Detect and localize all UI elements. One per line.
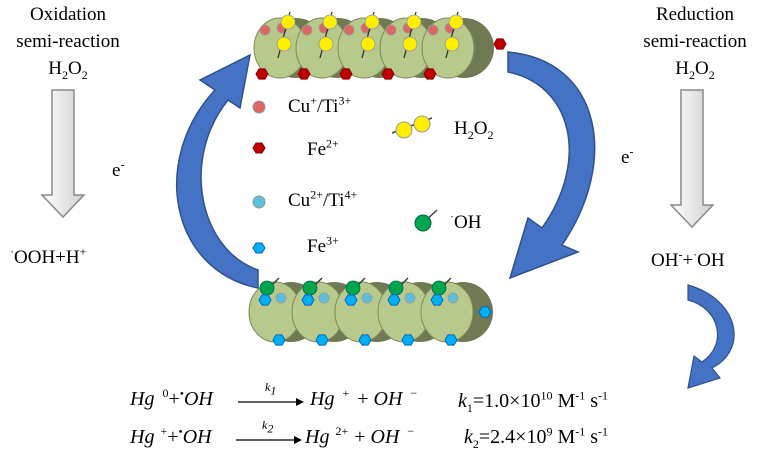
- equation-arrows: [236, 398, 304, 444]
- legend-hydroxyl-radical: ·OH: [450, 209, 482, 233]
- reduction-product-label: OH-+·OH: [651, 247, 725, 271]
- ion-hexagon: [423, 68, 437, 80]
- ion-hexagon: [493, 38, 507, 50]
- small-curve-arrow: [687, 284, 735, 389]
- equation-2-rate-constant: k2: [262, 418, 274, 436]
- legend-icons: [252, 100, 438, 254]
- oxidation-semi-reaction-label: semi-reaction: [16, 31, 120, 52]
- reduction-h2o2-label: H2O2: [675, 58, 715, 82]
- ion-hexagon: [272, 334, 286, 346]
- ion-hexagon: [401, 334, 415, 346]
- h2o2-atom: [276, 36, 292, 52]
- legend-fe2: Fe2+: [307, 136, 339, 160]
- oh-radical: [431, 280, 447, 296]
- rate-constant-k1: k1=1.0×1010 M-1 s-1: [458, 388, 609, 415]
- h2o2-atom: [364, 14, 380, 30]
- ion-hexagon: [478, 306, 492, 318]
- cu-ti-site: [343, 24, 355, 36]
- oh-radical: [388, 280, 404, 296]
- cu-ti-site: [427, 24, 439, 36]
- ion-hexagon: [258, 294, 272, 306]
- ion-hexagon: [339, 68, 353, 80]
- ion-hexagon: [444, 334, 458, 346]
- ion-hexagon: [315, 334, 329, 346]
- h2o2-atom: [406, 14, 422, 30]
- cu-ti-oxidized-site: [447, 292, 459, 304]
- oxidation-label: Oxidation: [30, 4, 106, 25]
- legend-cu-ti-reduced: Cu+/Ti3+: [288, 93, 352, 117]
- equation-1-rate-constant: k1: [265, 380, 277, 398]
- cu-ti-site: [259, 24, 271, 36]
- legend-h2o2: H2O2: [454, 118, 494, 142]
- cu-ti-reduced-icon: [252, 100, 266, 114]
- reduction-electron-label: e-: [621, 144, 634, 168]
- ion-hexagon: [301, 294, 315, 306]
- fe2-icon: [252, 142, 266, 154]
- oh-radical: [345, 280, 361, 296]
- h2o2-atom: [322, 14, 338, 30]
- rate-constant-k2: k2=2.4×109 M-1 s-1: [464, 424, 609, 451]
- h2o2-atom: [318, 36, 334, 52]
- cu-ti-oxidized-icon: [252, 195, 266, 209]
- equation-1-products: Hg++ OH−: [310, 386, 418, 410]
- catalyst-particles-bottom: [248, 277, 493, 346]
- equation-2: Hg++•OH: [130, 424, 212, 448]
- fe3-icon: [252, 242, 266, 254]
- particle: [420, 281, 474, 343]
- oh-radical: [259, 280, 275, 296]
- ion-hexagon: [344, 294, 358, 306]
- ion-hexagon: [297, 68, 311, 80]
- cu-ti-oxidized-site: [404, 292, 416, 304]
- cu-ti-oxidized-site: [361, 292, 373, 304]
- catalyst-particles-top: [253, 11, 507, 80]
- legend-cu-ti-oxidized: Cu2+/Ti4+: [288, 187, 358, 211]
- reduction-semi-reaction-label: semi-reaction: [643, 31, 747, 52]
- ion-hexagon: [381, 68, 395, 80]
- cycle-arrow-right: [507, 51, 596, 280]
- cu-ti-site: [301, 24, 313, 36]
- ion-hexagon: [387, 294, 401, 306]
- oxidation-product-label: ·OOH+H+: [10, 244, 87, 268]
- h2o2-atom: [360, 36, 376, 52]
- hydroxyl-radical-icon: [414, 209, 438, 232]
- ion-hexagon: [358, 334, 372, 346]
- ion-hexagon: [430, 294, 444, 306]
- reduction-label: Reduction: [655, 4, 735, 25]
- oxidation-down-arrow: [40, 89, 86, 219]
- h2o2-molecule-icon: [391, 115, 433, 139]
- oxidation-h2o2-label: H2O2: [48, 58, 88, 82]
- h2o2-atom: [444, 36, 460, 52]
- reduction-down-arrow: [669, 89, 715, 229]
- legend-fe3: Fe3+: [307, 233, 339, 257]
- cu-ti-site: [385, 24, 397, 36]
- oxidation-electron-label: e-: [112, 157, 125, 181]
- cu-ti-oxidized-site: [318, 292, 330, 304]
- oh-radical: [302, 280, 318, 296]
- ion-hexagon: [255, 68, 269, 80]
- cu-ti-oxidized-site: [275, 292, 287, 304]
- h2o2-atom: [402, 36, 418, 52]
- cycle-arrow-left: [175, 53, 259, 289]
- h2o2-atom: [280, 14, 296, 30]
- h2o2-atom: [448, 14, 464, 30]
